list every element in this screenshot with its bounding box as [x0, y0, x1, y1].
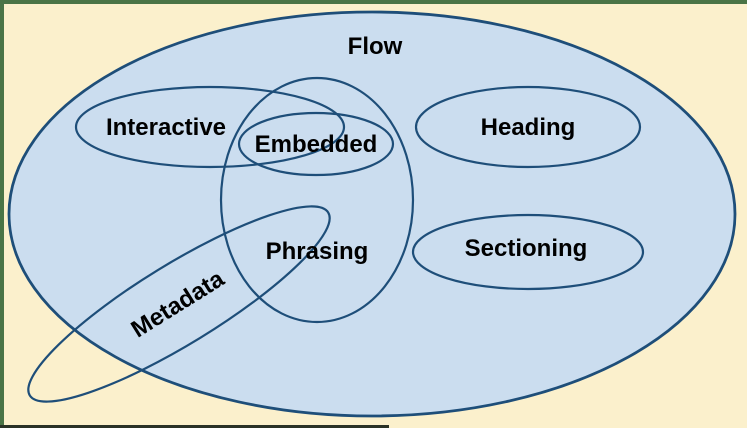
flow-label: Flow: [348, 33, 403, 60]
sectioning-set-ellipse: [411, 213, 645, 291]
phrasing-label: Phrasing: [266, 238, 369, 265]
heading-label: Heading: [481, 114, 576, 141]
heading-set-ellipse: [414, 85, 642, 169]
interactive-set-ellipse: [74, 85, 346, 169]
sectioning-label: Sectioning: [465, 235, 588, 262]
interactive-label: Interactive: [106, 114, 226, 141]
frame-top-border: [0, 0, 747, 4]
phrasing-set-ellipse: [219, 76, 415, 324]
frame-bottom-strip: [0, 425, 389, 428]
metadata-set-ellipse: [27, 205, 331, 403]
frame-left-border: [0, 0, 4, 428]
embedded-label: Embedded: [255, 131, 378, 158]
embedded-set-ellipse: [237, 111, 395, 177]
flow-set-ellipse: [7, 10, 737, 418]
